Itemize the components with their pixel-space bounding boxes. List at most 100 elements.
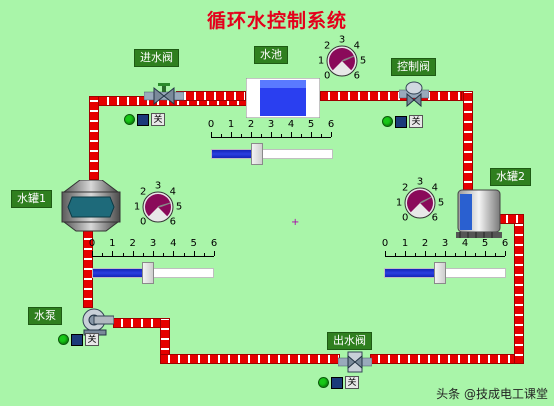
gauge-arc	[145, 194, 171, 217]
scale-tick-label: 4	[287, 119, 295, 130]
scale-tick	[203, 253, 205, 256]
scale-tick	[435, 253, 436, 256]
scale-tick	[193, 251, 195, 256]
gauge-arc	[329, 48, 355, 71]
scale-baseline	[211, 137, 331, 138]
scale-tick	[455, 253, 456, 256]
scale-tick	[231, 132, 232, 137]
pump-icon[interactable]	[80, 306, 114, 336]
scale-tick	[214, 251, 215, 256]
gauge-tick-label: 0	[323, 70, 331, 82]
pool-level-slider[interactable]	[211, 143, 333, 165]
scale-tick-label: 3	[149, 238, 157, 249]
tank2-label: 水罐2	[490, 168, 531, 186]
inlet-valve-switch[interactable]: 关	[124, 113, 165, 126]
scale-tick	[291, 132, 292, 137]
pipe-segment	[83, 228, 93, 308]
status-led	[124, 114, 135, 125]
pipe-segment	[113, 318, 163, 328]
scale-tick-label: 5	[190, 238, 197, 249]
scale-tick	[281, 134, 282, 137]
control-valve-switch[interactable]: 关	[382, 115, 423, 128]
watermark: 头条 @技成电工课堂	[436, 387, 548, 401]
off-button[interactable]: 关	[151, 113, 165, 126]
scale-tick	[311, 132, 312, 137]
scale-tick-label: 0	[381, 238, 389, 249]
slider-thumb[interactable]	[433, 262, 446, 284]
on-button[interactable]	[395, 115, 407, 128]
gauge-tick-label: 6	[353, 70, 361, 82]
pipe-segment	[176, 91, 246, 101]
pipe-segment	[370, 354, 516, 364]
scale-tick	[475, 253, 476, 256]
slider-fill	[212, 150, 253, 158]
scale-tick	[465, 251, 466, 256]
pipe-segment	[89, 96, 99, 180]
pool-label: 水池	[254, 46, 288, 64]
slider-thumb[interactable]	[250, 143, 263, 165]
on-button[interactable]	[331, 376, 343, 389]
scale-tick-label: 6	[327, 119, 335, 130]
inlet-valve-icon[interactable]	[144, 83, 184, 109]
off-button[interactable]: 关	[85, 333, 99, 346]
slider-thumb[interactable]	[141, 262, 154, 284]
scale-tick-label: 2	[129, 238, 136, 249]
page-title: 循环水控制系统	[206, 10, 347, 32]
tank2-level-slider[interactable]	[384, 262, 506, 284]
scale-tick-label: 1	[401, 238, 409, 249]
scale-tick-label: 5	[481, 238, 489, 249]
scale-tick	[112, 251, 114, 256]
scale-tick-label: 2	[247, 119, 255, 130]
gauge-needle	[341, 55, 355, 62]
gauge-tick-label: 5	[359, 55, 367, 67]
scale-tick	[241, 134, 242, 137]
slider-fill	[385, 269, 436, 277]
scale-tick	[211, 132, 212, 137]
scale-tick-label: 5	[307, 119, 315, 130]
status-led	[318, 377, 329, 388]
pipe-segment	[320, 91, 463, 101]
on-button[interactable]	[137, 113, 149, 126]
inlet-valve-label: 进水阀	[134, 49, 179, 67]
tank1-vessel	[61, 180, 121, 232]
pipe-segment	[498, 214, 524, 224]
gauge-dial	[142, 191, 174, 223]
gauge-tick-label: 3	[416, 176, 424, 188]
outlet-valve-icon[interactable]	[338, 350, 372, 374]
scale-tick	[251, 132, 252, 137]
gauge-tick-label: 3	[338, 34, 346, 46]
gauge-tick-label: 5	[437, 197, 445, 209]
scale-tick-label: 1	[109, 238, 116, 249]
pump-switch[interactable]: 关	[58, 333, 99, 346]
pipe-segment	[160, 318, 170, 358]
gauge-tick-label: 4	[431, 182, 439, 194]
scale-tick	[163, 253, 165, 256]
off-button[interactable]: 关	[345, 376, 359, 389]
scale-tick	[122, 253, 124, 256]
on-button[interactable]	[71, 333, 83, 346]
scale-tick	[132, 251, 134, 256]
status-led	[382, 116, 393, 127]
pipe-segment	[514, 216, 524, 364]
off-button[interactable]: 关	[409, 115, 423, 128]
control-valve-icon[interactable]	[399, 80, 429, 110]
scale-tick	[102, 253, 104, 256]
gauge-tick-label: 1	[317, 55, 325, 67]
gauge-tick-label: 2	[401, 182, 409, 194]
scale-tick	[221, 134, 222, 137]
gauge-dial	[326, 45, 358, 77]
tank1-level-slider[interactable]	[92, 262, 214, 284]
gauge-arc	[407, 190, 433, 213]
scale-tick-label: 1	[227, 119, 235, 130]
outlet-valve-switch[interactable]: 关	[318, 376, 359, 389]
gauge-tick-label: 6	[169, 216, 177, 228]
scale-baseline	[92, 256, 214, 257]
scale-tick	[142, 253, 144, 256]
scale-tick	[445, 251, 446, 256]
